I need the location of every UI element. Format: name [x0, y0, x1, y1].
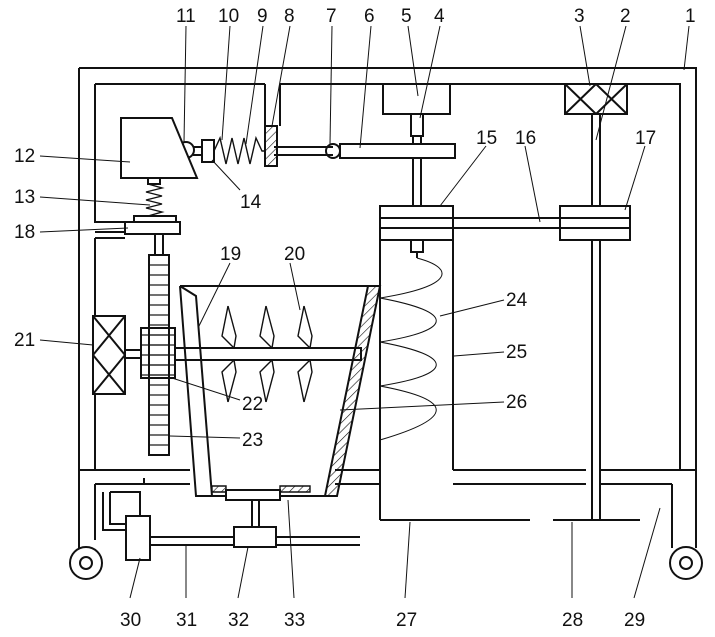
label-11: 11 [176, 6, 196, 27]
label-4: 4 [434, 6, 445, 27]
label-16: 16 [515, 128, 536, 149]
spring-assembly [177, 125, 278, 167]
label-8: 8 [284, 6, 295, 27]
label-26: 26 [506, 392, 527, 413]
label-22: 22 [242, 394, 263, 415]
label-12: 12 [14, 146, 35, 167]
label-30: 30 [120, 610, 141, 631]
label-1: 1 [685, 6, 696, 27]
label-25: 25 [506, 342, 527, 363]
label-3: 3 [574, 6, 585, 27]
label-17: 17 [635, 128, 656, 149]
label-24: 24 [506, 290, 528, 311]
right-leg [669, 470, 703, 580]
bearing-21 [92, 315, 126, 395]
left-leg [69, 470, 103, 580]
label-18: 18 [14, 222, 35, 243]
label-32: 32 [228, 610, 249, 631]
pulley-belt [379, 205, 631, 258]
rack-gear [140, 234, 176, 456]
label-33: 33 [284, 610, 305, 631]
linkage [274, 143, 456, 159]
leader-lines [39, 25, 690, 599]
bearing-3 [564, 83, 628, 520]
part-labels: 1 2 3 4 5 6 7 8 9 10 11 12 13 14 15 16 1… [14, 6, 696, 631]
screw-conveyor [379, 240, 454, 520]
label-5: 5 [401, 6, 412, 27]
label-6: 6 [364, 6, 375, 27]
label-20: 20 [284, 244, 305, 265]
label-27: 27 [396, 610, 417, 631]
label-13: 13 [14, 187, 35, 208]
label-15: 15 [476, 128, 497, 149]
label-21: 21 [14, 330, 35, 351]
label-23: 23 [242, 430, 263, 451]
stirring-shaft [125, 305, 362, 403]
label-28: 28 [562, 610, 583, 631]
label-29: 29 [624, 610, 645, 631]
label-31: 31 [176, 610, 197, 631]
label-9: 9 [257, 6, 268, 27]
mixing-bucket [179, 285, 382, 501]
label-19: 19 [220, 244, 241, 265]
label-7: 7 [326, 6, 337, 27]
label-14: 14 [240, 192, 262, 213]
wedge-assembly [95, 117, 199, 239]
label-10: 10 [218, 6, 239, 27]
label-2: 2 [620, 6, 631, 27]
bottom-mechanism [102, 478, 360, 561]
